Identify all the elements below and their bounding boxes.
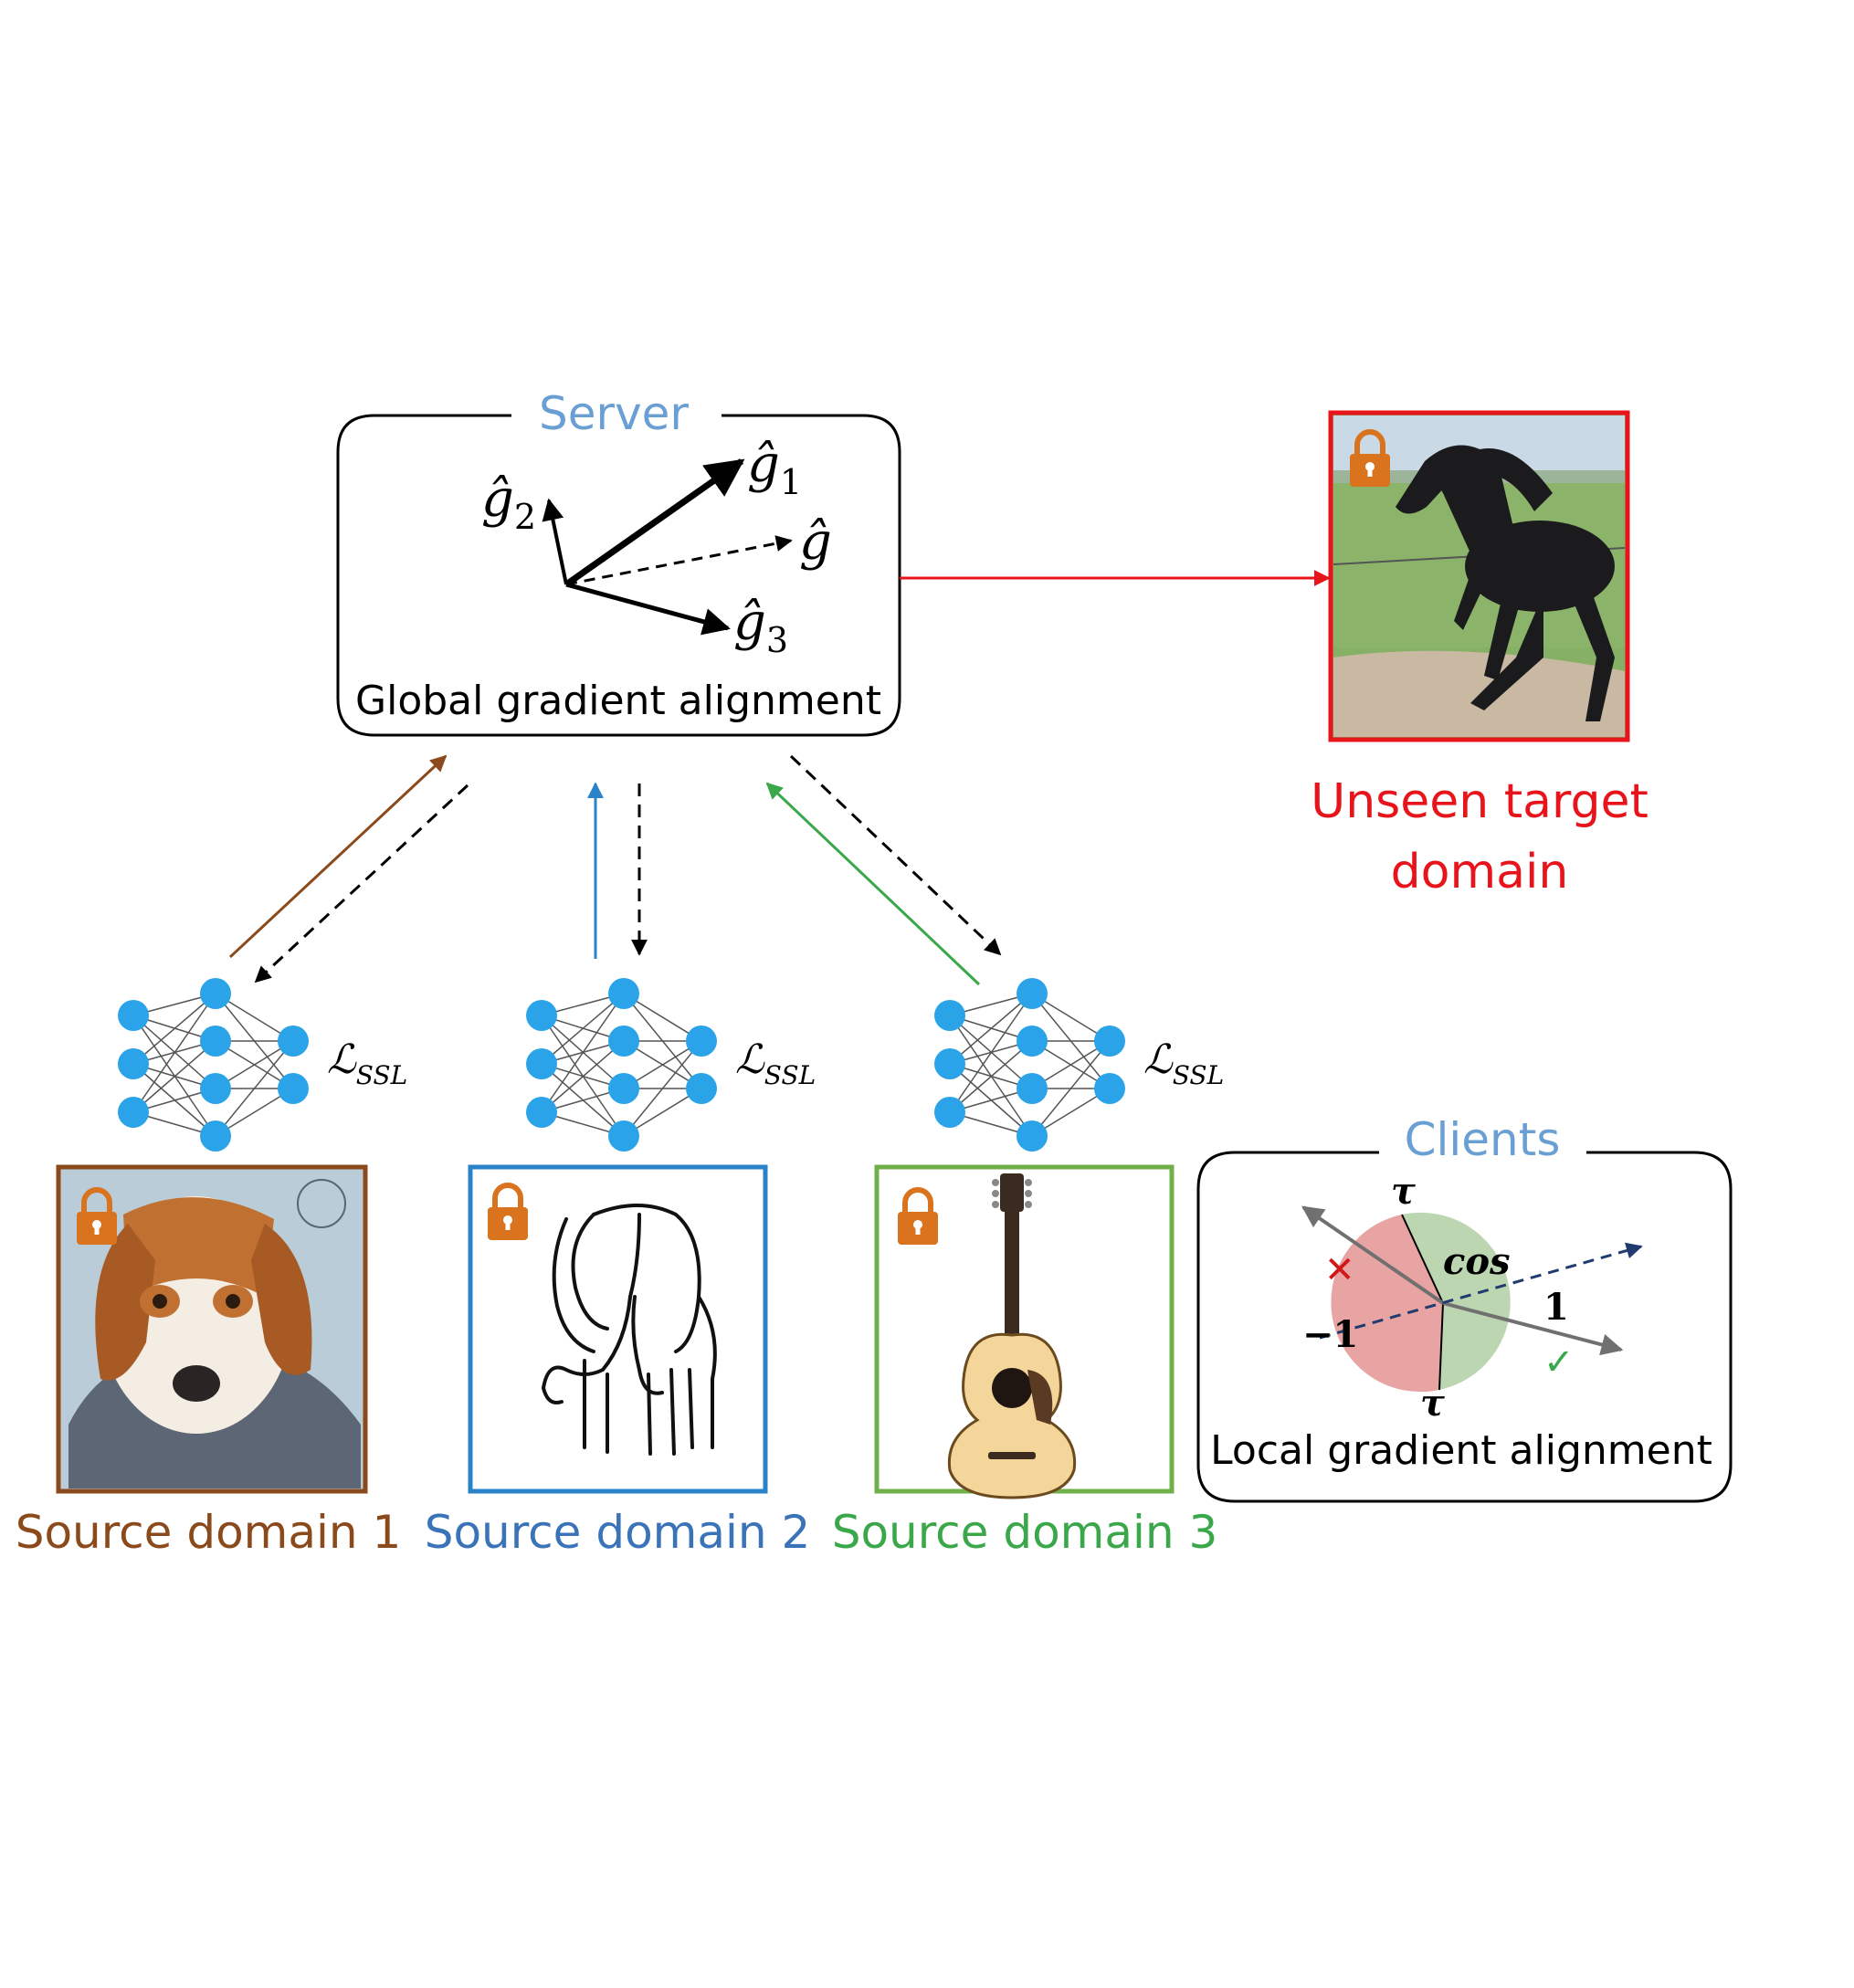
target-domain-image — [1328, 410, 1630, 742]
minus-one-label: −1 — [1302, 1313, 1358, 1356]
dog-icon — [68, 1196, 361, 1488]
clients-caption: Local gradient alignment — [1210, 1427, 1712, 1474]
network-node — [1094, 1073, 1125, 1104]
aligned-gradient-arrow — [1442, 1301, 1624, 1356]
g1-vector — [564, 458, 745, 587]
network-node — [1017, 978, 1048, 1009]
source-domain-1-image — [56, 1164, 368, 1494]
network-edge — [132, 1040, 216, 1113]
source-domain-2-label: Source domain 2 — [425, 1506, 811, 1559]
network-node — [278, 1026, 309, 1057]
network-node — [526, 1097, 557, 1128]
g2-label: ĝ2 — [481, 469, 536, 537]
network-edge — [949, 1040, 1033, 1113]
client1-network — [118, 978, 309, 1152]
target-label-line2: domain — [1391, 845, 1569, 899]
network-edge — [541, 1040, 625, 1113]
g3-label: ĝ3 — [733, 593, 788, 660]
client1-upload-arrow — [228, 754, 448, 959]
network-node — [526, 1000, 557, 1031]
client1-loss-label: ℒSSL — [327, 1036, 407, 1090]
watermark-seal — [297, 1179, 346, 1228]
client3-loss-label: ℒSSL — [1143, 1036, 1224, 1090]
elephant-icon — [542, 1204, 717, 1456]
network-edge — [1031, 1040, 1111, 1137]
horse-icon — [1396, 445, 1615, 721]
g-mean-vector — [565, 535, 793, 586]
network-node — [278, 1073, 309, 1104]
tau-top-label: τ — [1391, 1170, 1416, 1213]
network-node — [1094, 1026, 1125, 1057]
network-node — [200, 1073, 231, 1104]
server-panel: Server ĝ1 ĝ2 ĝ3 ĝ Global gradient alignm… — [336, 387, 901, 737]
tau-bottom-label: τ — [1420, 1382, 1445, 1425]
source-domain-3-label: Source domain 3 — [832, 1506, 1218, 1559]
clients-title: Clients — [1405, 1113, 1561, 1166]
network-node — [118, 1000, 149, 1031]
tau-boundary — [1401, 1214, 1444, 1304]
client2-network — [526, 978, 717, 1152]
client-server-arrows — [228, 754, 1002, 986]
network-edge — [541, 993, 625, 1113]
network-node — [526, 1048, 557, 1079]
network-node — [1017, 1073, 1048, 1104]
source-domain-2-image — [468, 1164, 768, 1494]
network-node — [608, 978, 639, 1009]
network-node — [686, 1026, 717, 1057]
g2-vector — [542, 498, 568, 585]
network-node — [118, 1097, 149, 1128]
one-label: 1 — [1543, 1286, 1569, 1329]
gradient-vectors — [542, 458, 793, 636]
server-caption: Global gradient alignment — [355, 678, 881, 724]
disc-negative-region — [1331, 1215, 1443, 1393]
network-node — [200, 978, 231, 1009]
network-node — [1017, 1120, 1048, 1152]
network-node — [934, 1097, 965, 1128]
network-node — [200, 1120, 231, 1152]
target-label-line1: Unseen target — [1311, 774, 1649, 829]
network-edge — [541, 993, 625, 1065]
client3-download-arrow — [789, 754, 1002, 956]
clients-panel: Clients τ τ cos 1 −1 ✕ ✓ Local gradient … — [1196, 1113, 1733, 1503]
network-edge — [623, 1040, 702, 1137]
network-node — [608, 1073, 639, 1104]
reject-cross-icon: ✕ — [1324, 1249, 1355, 1291]
source-domain-3-image — [874, 1164, 1175, 1499]
network-edge — [949, 993, 1033, 1065]
tau-boundary-lower — [1438, 1302, 1444, 1391]
network-node — [1017, 1026, 1048, 1057]
network-edge — [132, 993, 216, 1113]
client3-network — [934, 978, 1125, 1152]
network-edge — [132, 993, 216, 1065]
network-node — [934, 1000, 965, 1031]
disc-positive-region — [1402, 1212, 1511, 1390]
network-node — [608, 1026, 639, 1057]
server-title: Server — [539, 387, 689, 440]
client1-download-arrow — [254, 784, 469, 983]
g3-vector — [565, 582, 731, 636]
reference-direction-arrow — [1319, 1242, 1643, 1340]
network-node — [686, 1073, 717, 1104]
guitar-icon — [947, 1173, 1077, 1499]
conflicting-gradient-arrow — [1301, 1205, 1445, 1305]
client2-loss-label: ℒSSL — [735, 1036, 816, 1090]
cos-label: cos — [1443, 1240, 1511, 1283]
accept-check-icon: ✓ — [1543, 1341, 1575, 1383]
client3-upload-arrow — [765, 782, 981, 986]
client-networks — [118, 978, 1125, 1152]
network-node — [118, 1048, 149, 1079]
network-node — [608, 1120, 639, 1152]
g1-label: ĝ1 — [747, 435, 802, 502]
network-node — [934, 1048, 965, 1079]
network-node — [200, 1026, 231, 1057]
source-domain-1-label: Source domain 1 — [16, 1506, 402, 1559]
g-mean-label: ĝ — [799, 512, 832, 572]
network-edge — [215, 1040, 294, 1137]
network-edge — [949, 993, 1033, 1113]
